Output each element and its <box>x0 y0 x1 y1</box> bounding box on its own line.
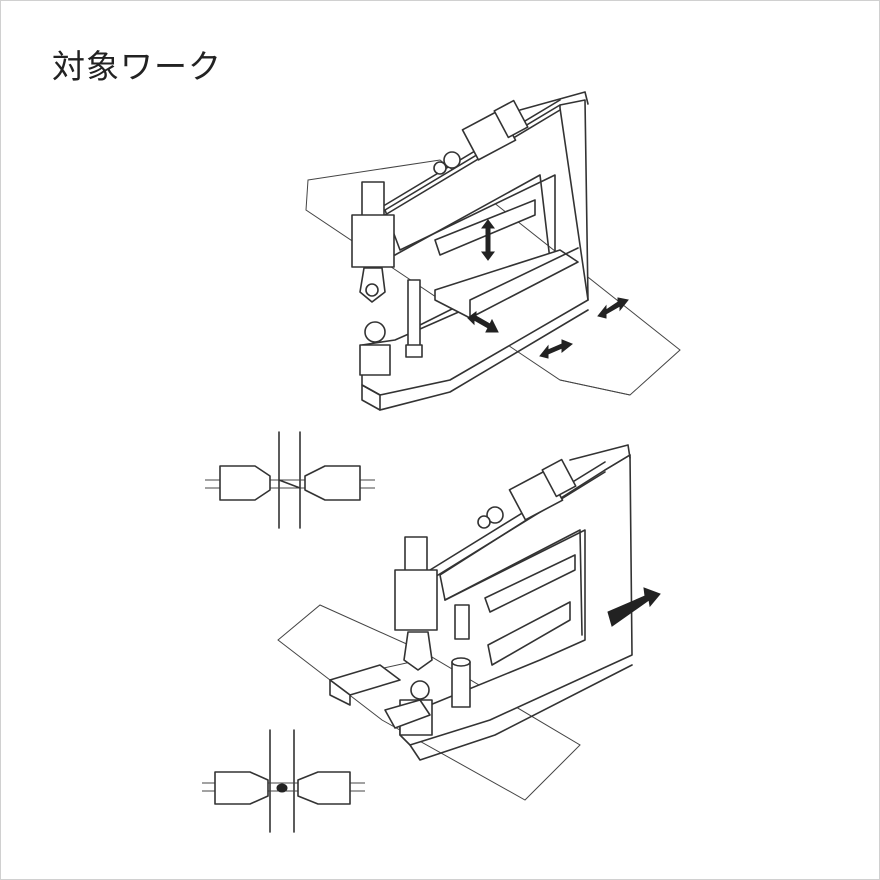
upper-welder <box>305 91 681 411</box>
lower-air-cylinder <box>477 458 577 529</box>
lower-motion-arrow <box>607 587 661 627</box>
detail-inset-bottom <box>202 729 365 833</box>
upper-air-cylinder <box>433 99 529 175</box>
lower-electrode-holder <box>394 536 470 671</box>
lower-rail <box>429 444 631 581</box>
upper-lower-electrode <box>359 279 423 376</box>
upper-motion-arrows <box>467 219 629 359</box>
upper-workpiece-sheet <box>305 159 681 396</box>
lower-wedge-blocks <box>484 554 576 666</box>
lower-welder <box>277 444 661 801</box>
upper-electrode-holder <box>351 181 395 303</box>
detail-inset-top <box>205 431 375 529</box>
upper-rail <box>384 91 589 216</box>
page-title: 対象ワーク <box>52 47 222 86</box>
lower-clamp-blocks <box>329 664 431 729</box>
